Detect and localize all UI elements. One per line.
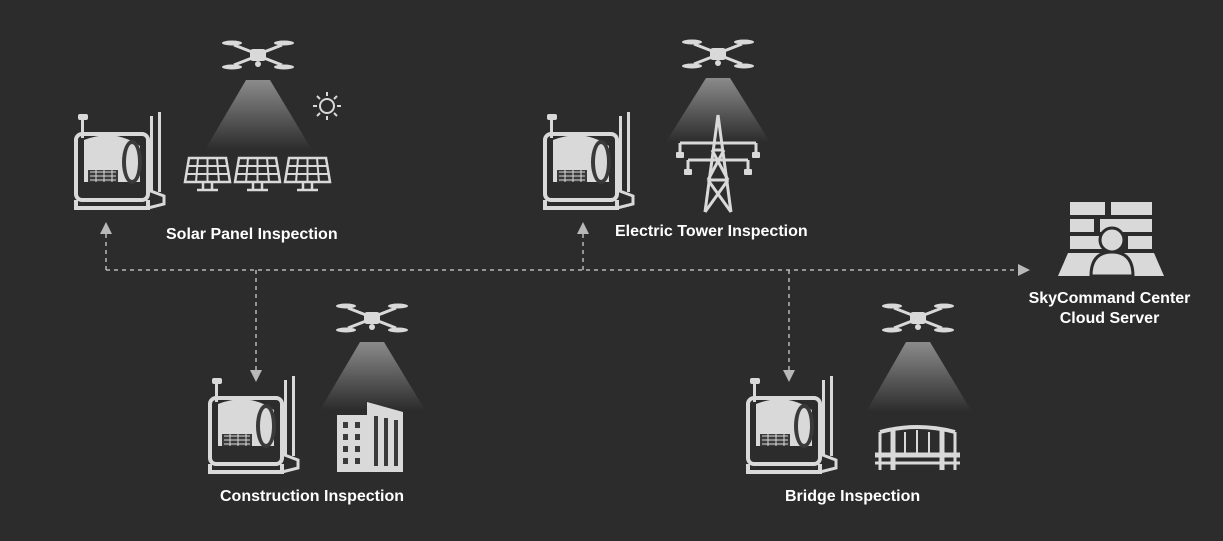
power-tower-icon (678, 114, 758, 213)
drone-beam (666, 78, 770, 142)
dock-station-icon (74, 110, 166, 210)
connector-lines (100, 222, 1030, 382)
site-tower (543, 38, 770, 213)
dock-station-icon (208, 374, 300, 474)
tower-label: Electric Tower Inspection (615, 223, 808, 240)
bridge-label: Bridge Inspection (785, 488, 921, 505)
solar-panel-icon (183, 156, 332, 192)
server-label-line1: SkyCommand Center (1028, 290, 1191, 307)
drone-icon (334, 302, 410, 334)
drone-icon (680, 38, 756, 70)
server-label-line2: Cloud Server (1059, 310, 1160, 327)
drone-icon (880, 302, 956, 334)
drone-beam (866, 342, 972, 412)
building-icon (337, 402, 403, 472)
dock-station-icon (746, 374, 838, 474)
site-solar (74, 39, 341, 210)
sun-icon (313, 92, 341, 120)
dock-station-icon (543, 110, 635, 210)
solar-label: Solar Panel Inspection (166, 226, 338, 243)
server-user-icon (1058, 202, 1164, 278)
drone-beam (205, 80, 312, 150)
construction-label: Construction Inspection (220, 488, 404, 505)
site-bridge (746, 302, 972, 474)
bridge-icon (875, 425, 960, 470)
site-construction (208, 302, 425, 474)
drone-icon (220, 39, 296, 71)
server-label: SkyCommand Center Cloud Server (1022, 289, 1197, 329)
drone-beam (320, 342, 425, 410)
